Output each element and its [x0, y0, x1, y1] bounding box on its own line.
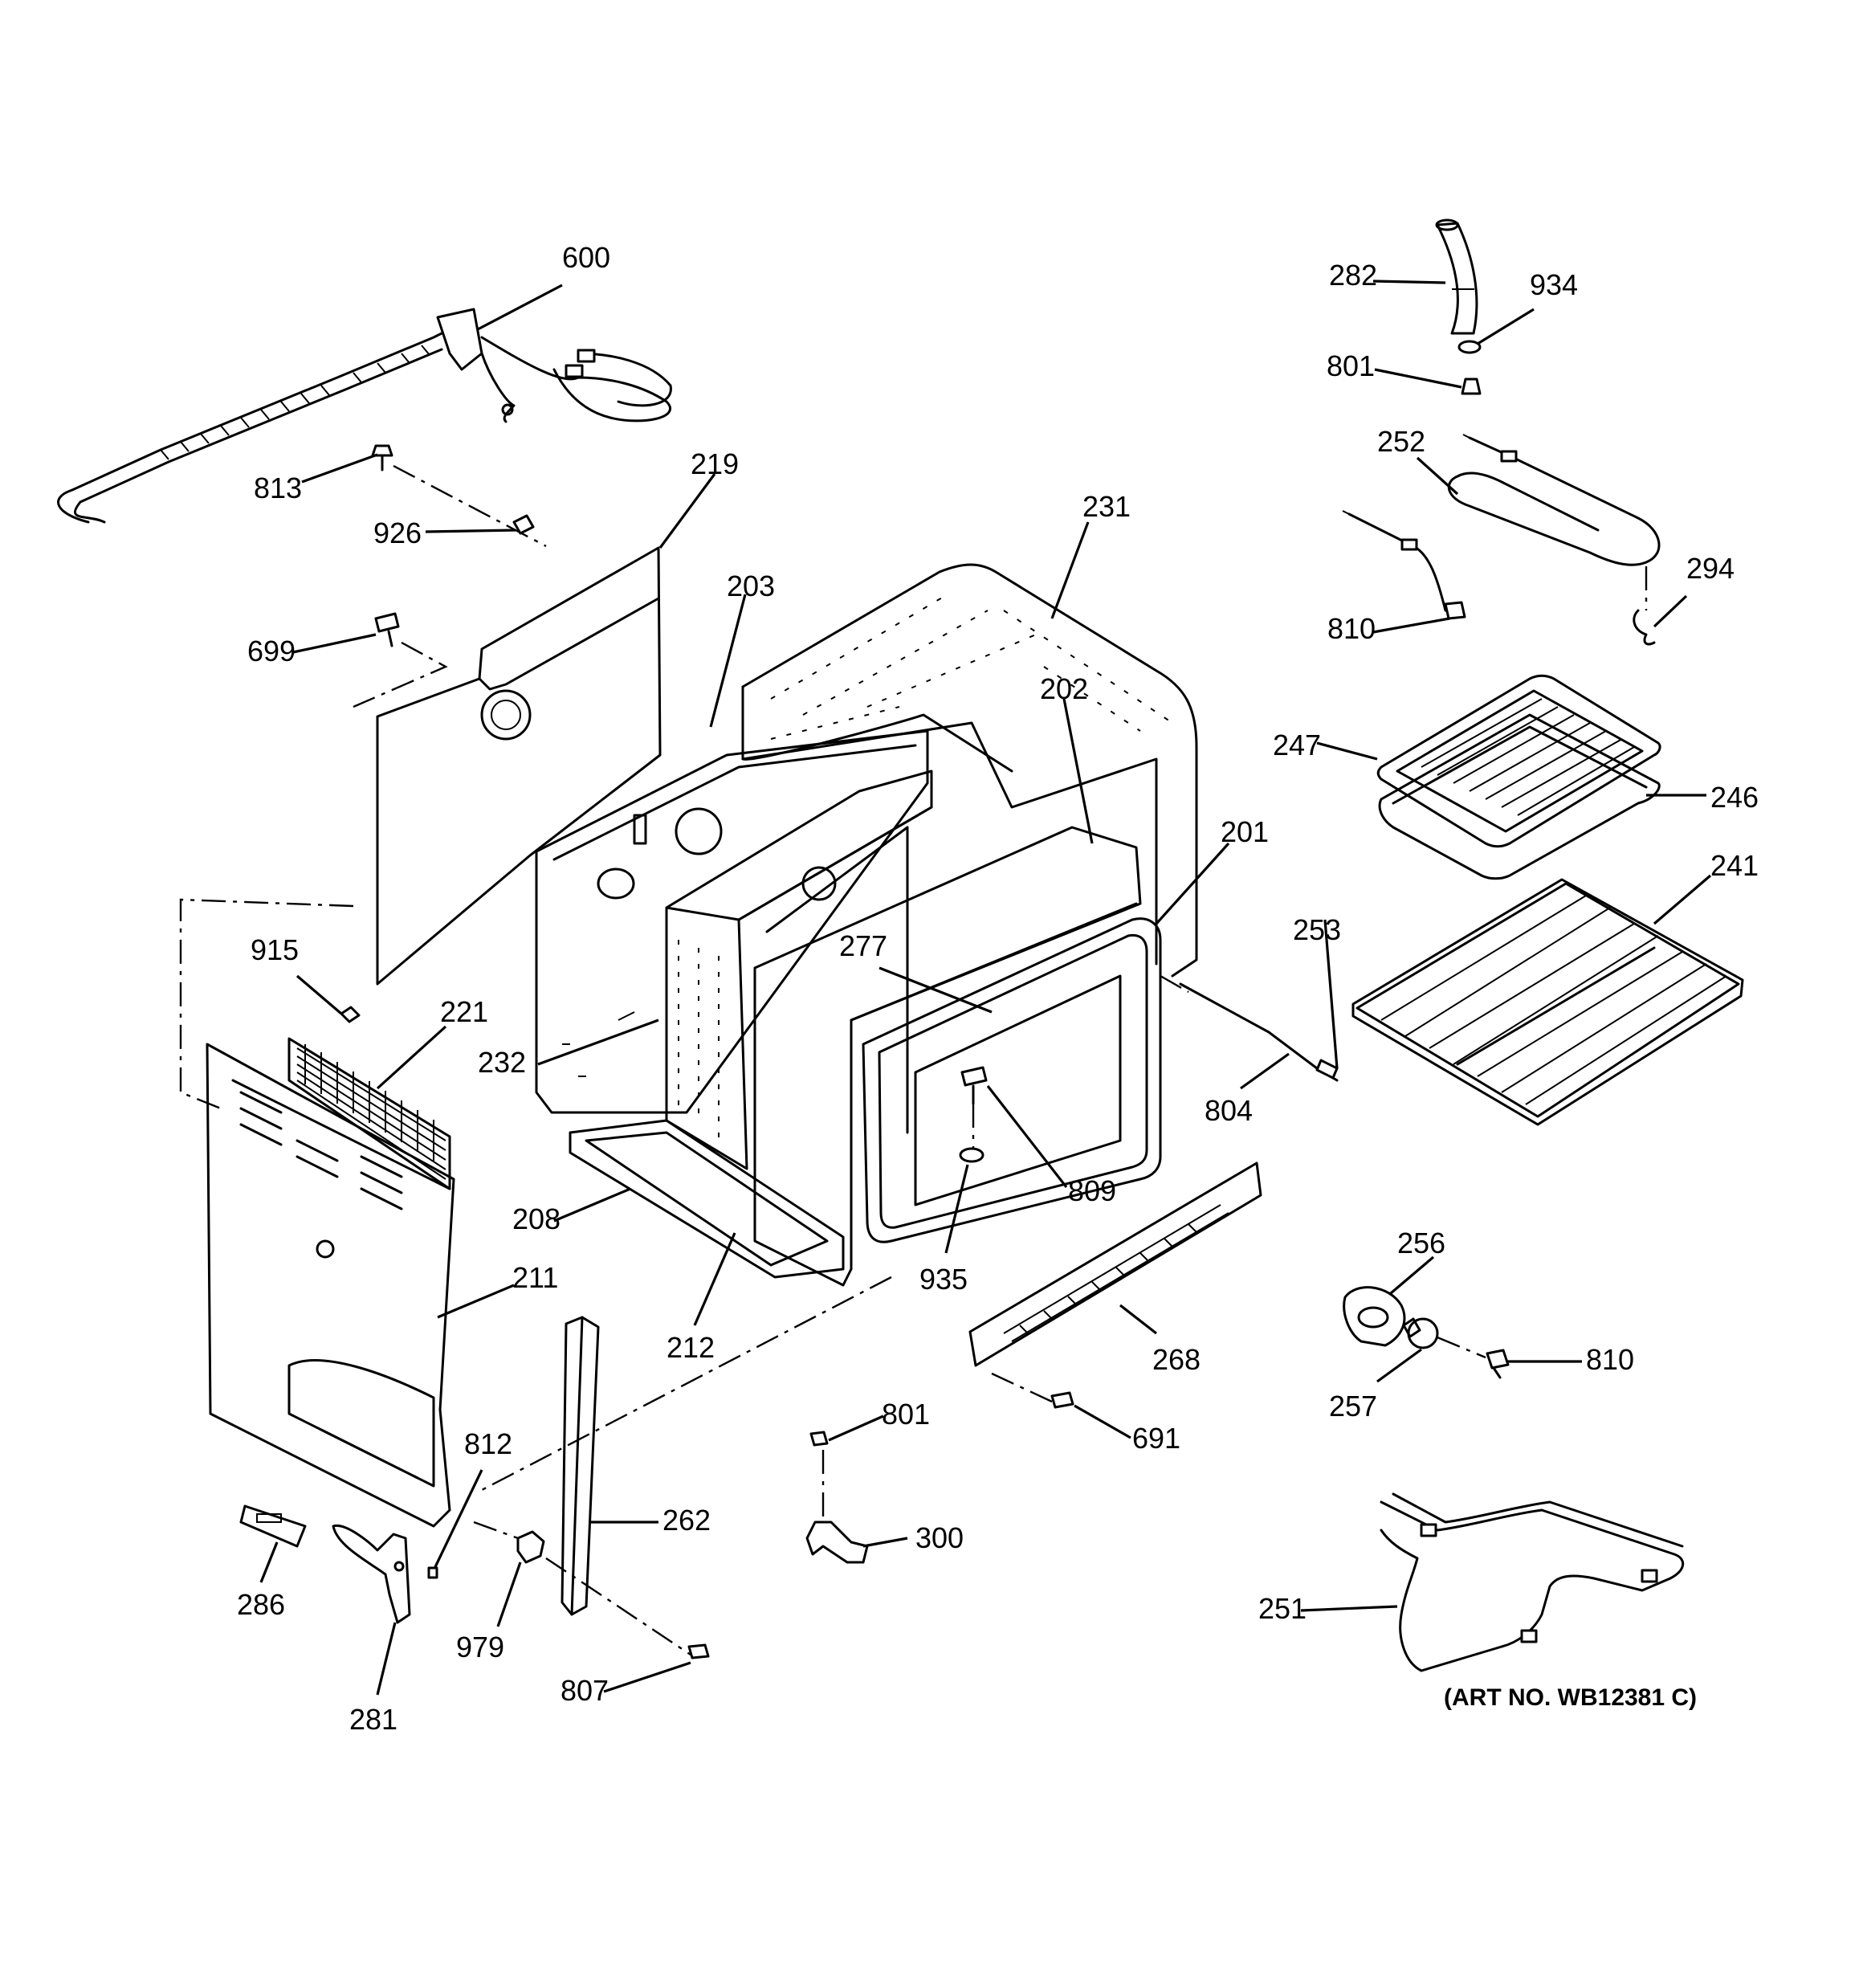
callout-691: 691 — [1132, 1422, 1180, 1455]
part-699-screw — [374, 612, 400, 647]
part-600-power-cord — [57, 308, 672, 524]
part-813-screw — [371, 444, 393, 471]
part-211-lower-panel — [206, 1043, 455, 1528]
callout-286: 286 — [237, 1588, 285, 1621]
callout-231: 231 — [1082, 490, 1131, 523]
part-286-hinge-slot — [239, 1504, 307, 1548]
part-219-rear-panel — [376, 546, 662, 986]
callout-935: 935 — [919, 1263, 968, 1296]
part-810-screw-lower — [1486, 1349, 1510, 1379]
part-201-door-gasket — [862, 917, 1162, 1243]
part-809-plug — [960, 1066, 988, 1105]
callout-252: 252 — [1377, 425, 1425, 458]
part-979-bumper — [516, 1530, 545, 1564]
part-294-clip — [1633, 609, 1656, 646]
callout-253: 253 — [1293, 913, 1341, 946]
callout-277: 277 — [839, 929, 887, 962]
callout-979: 979 — [456, 1631, 504, 1663]
art-number: (ART NO. WB12381 C) — [1444, 1684, 1697, 1711]
part-801-screw-upper — [1461, 378, 1482, 395]
callout-300: 300 — [915, 1521, 964, 1554]
callout-282: 282 — [1329, 259, 1377, 292]
part-300-bracket — [805, 1521, 869, 1564]
part-208-bottom-panel — [569, 1119, 845, 1279]
part-256-light-socket — [1343, 1286, 1406, 1347]
callout-294: 294 — [1686, 552, 1735, 585]
part-934-washer — [1457, 340, 1482, 354]
part-804-sensor — [1179, 982, 1339, 1082]
callout-810a: 810 — [1327, 612, 1376, 645]
part-810-screw-upper — [1444, 601, 1466, 620]
callout-915: 915 — [251, 933, 299, 966]
part-221-vent-grille — [287, 1037, 451, 1190]
callout-256: 256 — [1397, 1227, 1445, 1259]
part-257-bulb — [1402, 1317, 1439, 1349]
callout-251: 251 — [1258, 1592, 1307, 1625]
part-812-screw — [427, 1566, 438, 1579]
part-262-side-trim — [561, 1316, 600, 1616]
callout-699: 699 — [247, 635, 296, 667]
part-926-clip — [512, 514, 535, 535]
part-691-screw — [1050, 1391, 1074, 1409]
callout-221: 221 — [440, 995, 488, 1028]
callout-212: 212 — [667, 1331, 715, 1364]
part-801-screw-lower — [809, 1431, 829, 1447]
callout-203: 203 — [727, 569, 775, 602]
callout-211: 211 — [512, 1261, 558, 1294]
part-915-clip — [340, 1006, 361, 1023]
callout-268: 268 — [1152, 1343, 1201, 1376]
callout-926: 926 — [373, 516, 422, 549]
part-231-outer-wrap — [741, 563, 1198, 978]
part-935-washer — [959, 1147, 984, 1163]
callout-247: 247 — [1273, 729, 1321, 761]
callout-600: 600 — [562, 241, 610, 274]
part-252-bake-element — [1342, 434, 1661, 612]
part-807-screw — [687, 1643, 710, 1659]
part-241-oven-rack — [1351, 878, 1744, 1126]
part-251-broil-element — [1380, 1492, 1685, 1672]
callout-801a: 801 — [1327, 349, 1375, 382]
callout-257: 257 — [1329, 1390, 1377, 1423]
callout-813: 813 — [254, 471, 302, 504]
part-246-broiler-pan — [1378, 713, 1661, 880]
callout-801b: 801 — [882, 1398, 930, 1431]
part-281-hinge — [332, 1524, 411, 1624]
part-232-oven-cavity — [665, 769, 933, 1170]
callout-262: 262 — [662, 1504, 711, 1537]
callout-201: 201 — [1221, 815, 1269, 848]
callout-934: 934 — [1530, 268, 1578, 301]
callout-804: 804 — [1205, 1094, 1253, 1127]
callout-281: 281 — [349, 1703, 397, 1736]
part-202-front-frame — [753, 826, 1142, 1287]
callout-809: 809 — [1068, 1174, 1116, 1207]
callout-202: 202 — [1040, 672, 1088, 705]
callout-246: 246 — [1710, 781, 1759, 814]
part-268-vent-trim — [968, 1161, 1262, 1367]
callout-810b: 810 — [1586, 1343, 1634, 1376]
callout-812: 812 — [464, 1427, 512, 1460]
callout-807: 807 — [561, 1674, 609, 1707]
callout-219: 219 — [691, 447, 739, 480]
part-247-broiler-grid — [1376, 674, 1661, 848]
part-282-tube — [1435, 218, 1478, 335]
callout-232: 232 — [478, 1046, 526, 1079]
callout-208: 208 — [512, 1202, 561, 1235]
part-203-back-wall — [535, 729, 929, 1114]
callout-241: 241 — [1710, 849, 1759, 882]
